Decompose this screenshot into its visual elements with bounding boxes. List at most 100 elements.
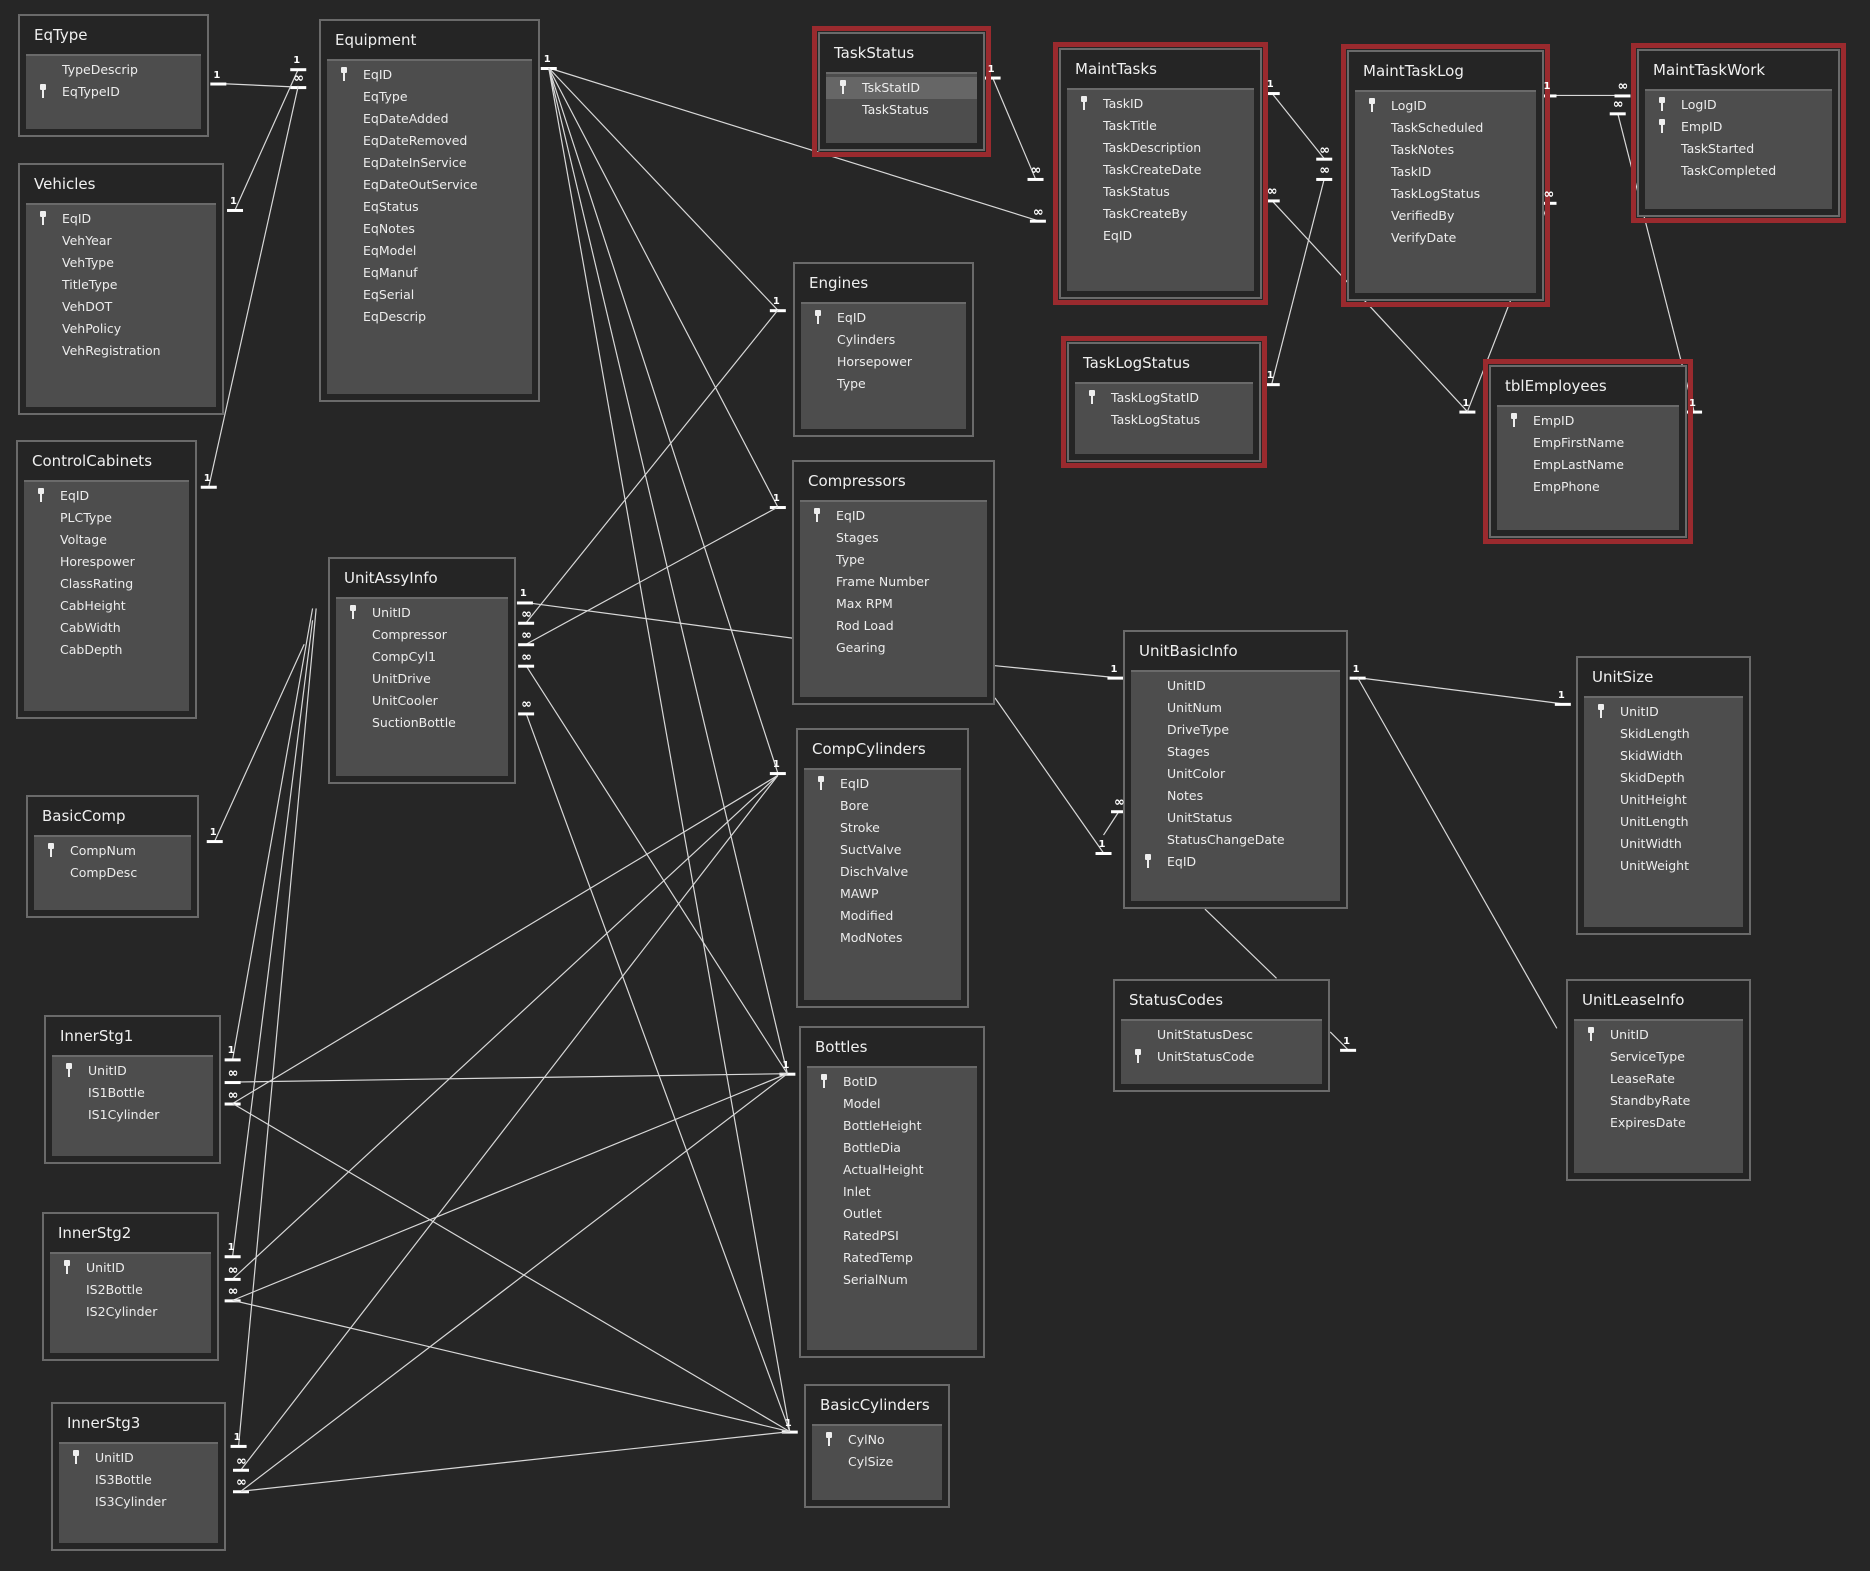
field-row[interactable]: EmpFirstName (1497, 432, 1679, 454)
field-row[interactable]: TaskCreateBy (1067, 203, 1254, 225)
relationship-line[interactable] (548, 67, 779, 774)
field-row[interactable]: Horsepower (801, 351, 966, 373)
field-row[interactable]: TaskDescription (1067, 137, 1254, 159)
field-row[interactable]: EqManuf (327, 262, 532, 284)
table-title[interactable]: ControlCabinets (32, 452, 153, 470)
table-title[interactable]: UnitSize (1592, 668, 1654, 686)
table-title[interactable]: TaskStatus (834, 44, 915, 62)
field-row[interactable]: EqID (327, 64, 532, 86)
field-row[interactable]: CompCyl1 (336, 646, 508, 668)
field-row[interactable]: VehYear (26, 230, 216, 252)
table-title[interactable]: CompCylinders (812, 740, 926, 758)
field-row[interactable]: VerifiedBy (1355, 205, 1536, 227)
field-row[interactable]: RatedPSI (807, 1225, 977, 1247)
field-row[interactable]: Cylinders (801, 329, 966, 351)
field-row[interactable]: TaskCompleted (1645, 160, 1832, 182)
field-row[interactable]: CylNo (812, 1429, 942, 1451)
field-row[interactable]: TaskStarted (1645, 138, 1832, 160)
field-row[interactable]: PLCType (24, 507, 189, 529)
field-row[interactable]: UnitID (1574, 1024, 1743, 1046)
field-row[interactable]: EqNotes (327, 218, 532, 240)
field-row[interactable]: UnitID (336, 602, 508, 624)
field-row[interactable]: VerifyDate (1355, 227, 1536, 249)
table-title[interactable]: StatusCodes (1129, 991, 1224, 1009)
table-title[interactable]: BasicComp (42, 807, 126, 825)
field-row[interactable]: EqDateAdded (327, 108, 532, 130)
field-row[interactable]: UnitLength (1584, 811, 1743, 833)
field-row[interactable]: RatedTemp (807, 1247, 977, 1269)
relationship-line[interactable] (208, 85, 299, 487)
relationship-line[interactable] (240, 1431, 790, 1492)
field-row[interactable]: Max RPM (800, 593, 987, 615)
field-row[interactable]: MAWP (804, 883, 961, 905)
field-row[interactable]: EqID (801, 307, 966, 329)
relationship-line[interactable] (994, 665, 1116, 679)
table-title[interactable]: MaintTaskWork (1653, 61, 1766, 79)
field-row[interactable]: ActualHeight (807, 1159, 977, 1181)
relationship-line[interactable] (1204, 908, 1277, 979)
relationship-line[interactable] (234, 68, 299, 211)
relationship-line[interactable] (548, 67, 788, 1074)
field-row[interactable]: TaskNotes (1355, 139, 1536, 161)
field-row[interactable]: UnitWidth (1584, 833, 1743, 855)
field-row[interactable]: EqDescrip (327, 306, 532, 328)
relationship-line[interactable] (1271, 178, 1325, 385)
relationship-line[interactable] (1103, 810, 1120, 836)
field-row[interactable]: TaskID (1067, 93, 1254, 115)
field-row[interactable]: Outlet (807, 1203, 977, 1225)
field-row[interactable]: UnitID (59, 1447, 218, 1469)
field-row[interactable]: CylSize (812, 1451, 942, 1473)
relationship-line[interactable] (214, 643, 305, 842)
field-row[interactable]: IS3Bottle (59, 1469, 218, 1491)
relationship-line[interactable] (232, 775, 779, 1280)
field-row[interactable]: SerialNum (807, 1269, 977, 1291)
field-row[interactable]: EqStatus (327, 196, 532, 218)
table-title[interactable]: UnitAssyInfo (344, 569, 438, 587)
relationship-line[interactable] (240, 1073, 788, 1492)
field-row[interactable]: DriveType (1131, 719, 1340, 741)
field-row[interactable]: StandbyRate (1574, 1090, 1743, 1112)
field-row[interactable]: Stages (1131, 741, 1340, 763)
table-title[interactable]: InnerStg1 (60, 1027, 134, 1045)
field-row[interactable]: UnitColor (1131, 763, 1340, 785)
table-title[interactable]: BasicCylinders (820, 1396, 930, 1414)
field-row[interactable]: UnitNum (1131, 697, 1340, 719)
field-row[interactable]: SuctValve (804, 839, 961, 861)
field-row[interactable]: UnitStatusDesc (1121, 1024, 1322, 1046)
field-row[interactable]: Voltage (24, 529, 189, 551)
field-row[interactable]: LogID (1355, 95, 1536, 117)
field-row[interactable]: TitleType (26, 274, 216, 296)
relationship-line[interactable] (232, 620, 314, 1257)
field-row[interactable]: UnitID (1131, 675, 1340, 697)
table-title[interactable]: Vehicles (34, 175, 96, 193)
field-row[interactable]: Rod Load (800, 615, 987, 637)
relationship-line[interactable] (1357, 677, 1558, 1029)
field-row[interactable]: EqDateRemoved (327, 130, 532, 152)
field-row[interactable]: BottleDia (807, 1137, 977, 1159)
field-row[interactable]: TskStatID (826, 77, 977, 99)
relationship-line[interactable] (525, 309, 779, 624)
field-row[interactable]: EqDateInService (327, 152, 532, 174)
table-title[interactable]: MaintTaskLog (1363, 62, 1464, 80)
relationship-line[interactable] (232, 1299, 790, 1433)
field-row[interactable]: TaskScheduled (1355, 117, 1536, 139)
relationship-line[interactable] (218, 82, 299, 88)
field-row[interactable]: EqTypeID (26, 81, 201, 103)
field-row[interactable]: EqType (327, 86, 532, 108)
